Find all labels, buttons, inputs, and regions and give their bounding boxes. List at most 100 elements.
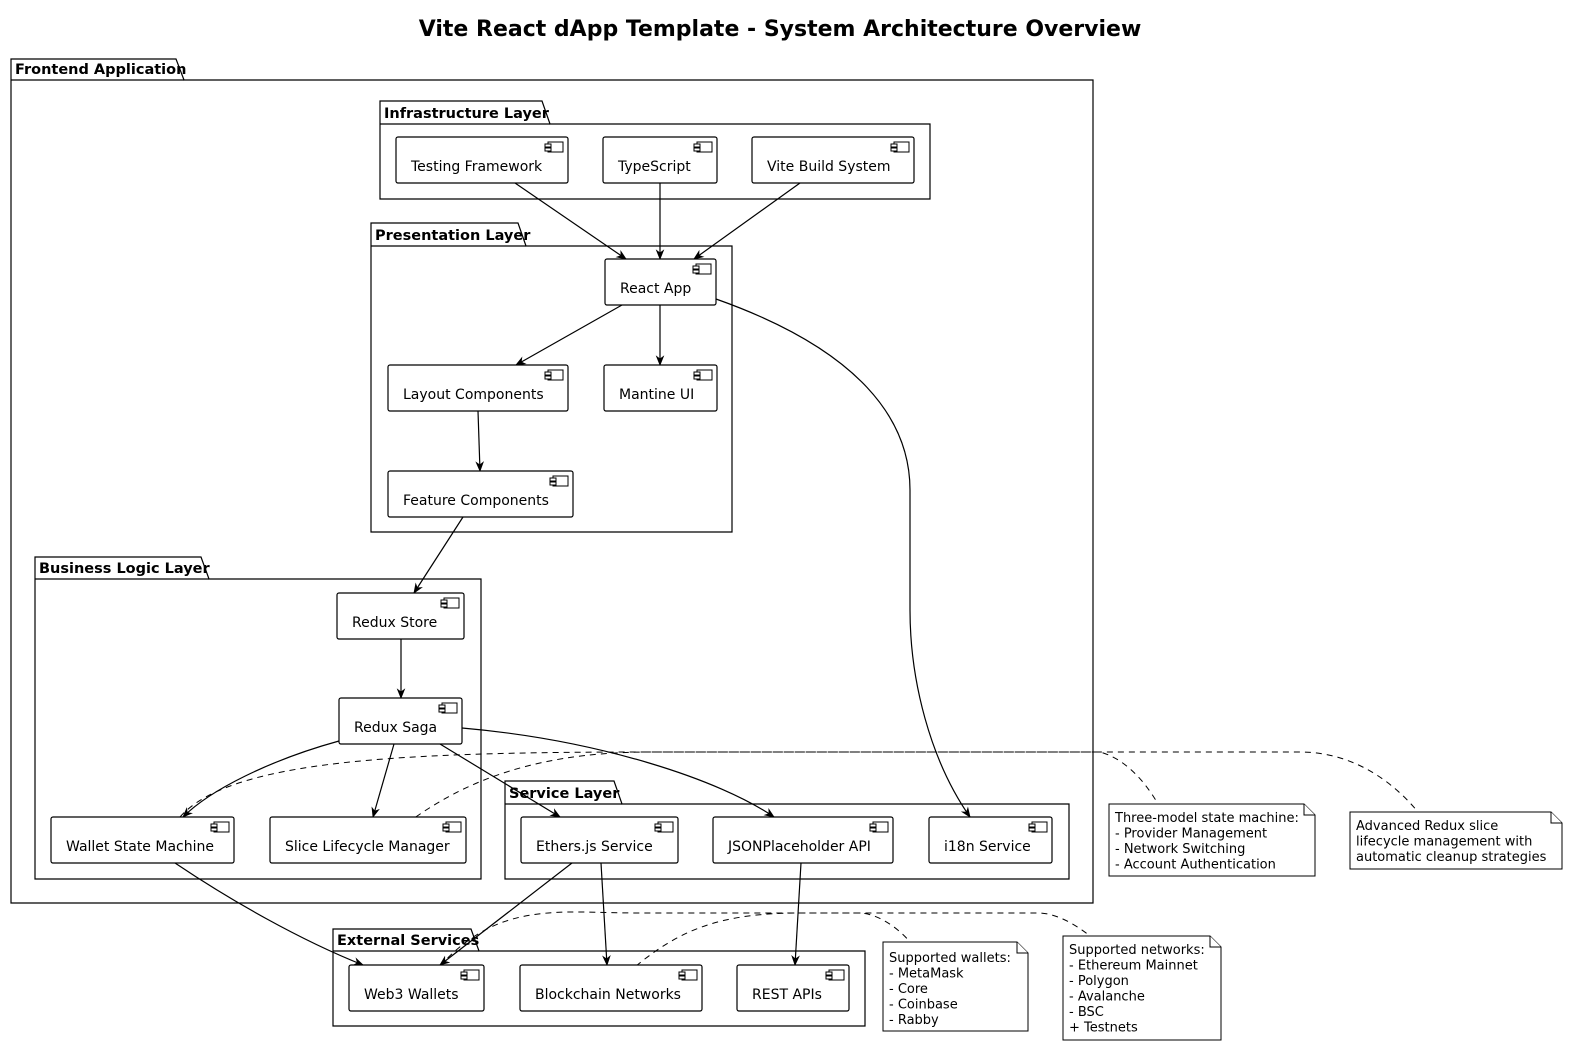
component-typescript: TypeScript (602, 136, 718, 184)
note-line: automatic cleanup strategies (1356, 850, 1547, 865)
component-icon (1028, 821, 1048, 833)
component-icon (544, 141, 564, 153)
note-line: - Ethereum Mainnet (1069, 959, 1198, 974)
component-label: Testing Framework (410, 159, 543, 175)
component-label: TypeScript (617, 159, 691, 175)
component-layout: Layout Components (387, 364, 569, 412)
note-line: lifecycle management with (1356, 835, 1532, 850)
note-link-wallets (439, 911, 911, 967)
edge-feature-to-redux-store (413, 516, 464, 594)
edge-react-app-to-layout (515, 304, 623, 366)
diagram-title: Vite React dApp Template - System Archit… (419, 17, 1142, 42)
note-line: - Network Switching (1115, 842, 1245, 857)
component-vite: Vite Build System (751, 136, 915, 184)
component-testing: Testing Framework (395, 136, 569, 184)
note-text: Three-model state machine:- Provider Man… (1114, 811, 1299, 873)
component-web3-wallets: Web3 Wallets (348, 964, 485, 1012)
component-icon (210, 821, 230, 833)
component-label: REST APIs (752, 987, 822, 1003)
component-label: i18n Service (944, 839, 1031, 855)
note-line: - BSC (1069, 1005, 1104, 1020)
component-mantine: Mantine UI (603, 364, 718, 412)
note-networks: Supported networks:- Ethereum Mainnet- P… (1062, 935, 1222, 1041)
component-label: Redux Store (352, 615, 437, 631)
note-line: - Core (889, 982, 928, 997)
component-i18n: i18n Service (928, 816, 1053, 864)
component-label: Feature Components (403, 493, 549, 509)
edge-redux-saga-to-slice-lm (371, 743, 395, 819)
edge-redux-saga-to-jsonph (461, 727, 775, 818)
note-line: - Avalanche (1069, 990, 1145, 1005)
edge-react-app-to-i18n (715, 298, 971, 818)
note-line: Three-model state machine: (1114, 811, 1299, 826)
edge-redux-saga-to-wallet-sm (182, 740, 340, 818)
component-icon (442, 821, 462, 833)
note-link-state-machine (179, 751, 1159, 818)
component-label: Web3 Wallets (364, 987, 459, 1003)
note-text: Supported wallets:- MetaMask- Core- Coin… (889, 951, 1011, 1028)
component-label: Mantine UI (619, 387, 694, 403)
component-icon (692, 263, 712, 275)
edge-wallet-sm-to-web3-wallets (174, 862, 365, 966)
note-line: - Coinbase (889, 998, 958, 1013)
component-icon (549, 475, 569, 487)
note-link-redux-slice (397, 751, 1419, 831)
component-blockchain: Blockchain Networks (519, 964, 703, 1012)
note-line: - MetaMask (889, 967, 964, 982)
note-line: - Provider Management (1115, 827, 1267, 842)
edge-layout-to-feature (475, 410, 484, 473)
component-icon (440, 597, 460, 609)
note-line: - Account Authentication (1115, 858, 1276, 873)
component-label: React App (620, 281, 691, 297)
package-label: External Services (337, 933, 479, 949)
component-label: Redux Saga (354, 720, 437, 736)
component-label: Slice Lifecycle Manager (285, 839, 450, 855)
component-label: Ethers.js Service (536, 839, 653, 855)
note-line: - Polygon (1069, 974, 1129, 989)
component-react-app: React App (604, 258, 717, 306)
package-label: Business Logic Layer (39, 561, 211, 577)
component-icon (890, 141, 910, 153)
component-icon (869, 821, 889, 833)
component-icon (693, 141, 713, 153)
component-jsonph: JSONPlaceholder API (712, 816, 894, 864)
component-redux-store: Redux Store (336, 592, 465, 640)
components: Testing Framework TypeScript Vite Build Sy… (50, 136, 1053, 1012)
edge-jsonph-to-rest-apis (791, 862, 802, 967)
package-label: Frontend Application (15, 62, 186, 78)
component-icon (825, 969, 845, 981)
note-wallets: Supported wallets:- MetaMask- Core- Coin… (882, 941, 1029, 1032)
component-icon (460, 969, 480, 981)
component-label: JSONPlaceholder API (727, 839, 871, 855)
note-line: + Testnets (1069, 1021, 1138, 1036)
dependency-edges (174, 182, 971, 967)
package-label: Service Layer (509, 786, 620, 802)
component-label: Layout Components (403, 387, 544, 403)
edge-redux-saga-to-ethers (439, 743, 561, 818)
package-label: Presentation Layer (375, 228, 531, 244)
note-state-machine: Three-model state machine:- Provider Man… (1108, 803, 1316, 877)
component-feature: Feature Components (387, 470, 574, 518)
component-icon (544, 369, 564, 381)
component-wallet-sm: Wallet State Machine (50, 816, 235, 864)
component-redux-saga: Redux Saga (338, 697, 463, 745)
component-label: Blockchain Networks (535, 987, 681, 1003)
component-icon (654, 821, 674, 833)
edge-ethers-to-blockchain (600, 862, 611, 967)
note-links (179, 751, 1419, 967)
component-ethers: Ethers.js Service (520, 816, 679, 864)
component-label: Vite Build System (767, 159, 891, 175)
edge-ethers-to-web3-wallets (439, 862, 573, 966)
note-text: Supported networks:- Ethereum Mainnet- P… (1069, 943, 1205, 1036)
note-line: Supported wallets: (889, 951, 1011, 966)
note-line: Supported networks: (1069, 943, 1205, 958)
edge-testing-to-react-app (514, 182, 627, 260)
package-label: Infrastructure Layer (384, 106, 550, 122)
note-line: Advanced Redux slice (1356, 819, 1498, 834)
component-label: Wallet State Machine (66, 839, 214, 855)
component-slice-lm: Slice Lifecycle Manager (269, 816, 467, 864)
note-line: - Rabby (889, 1013, 939, 1028)
